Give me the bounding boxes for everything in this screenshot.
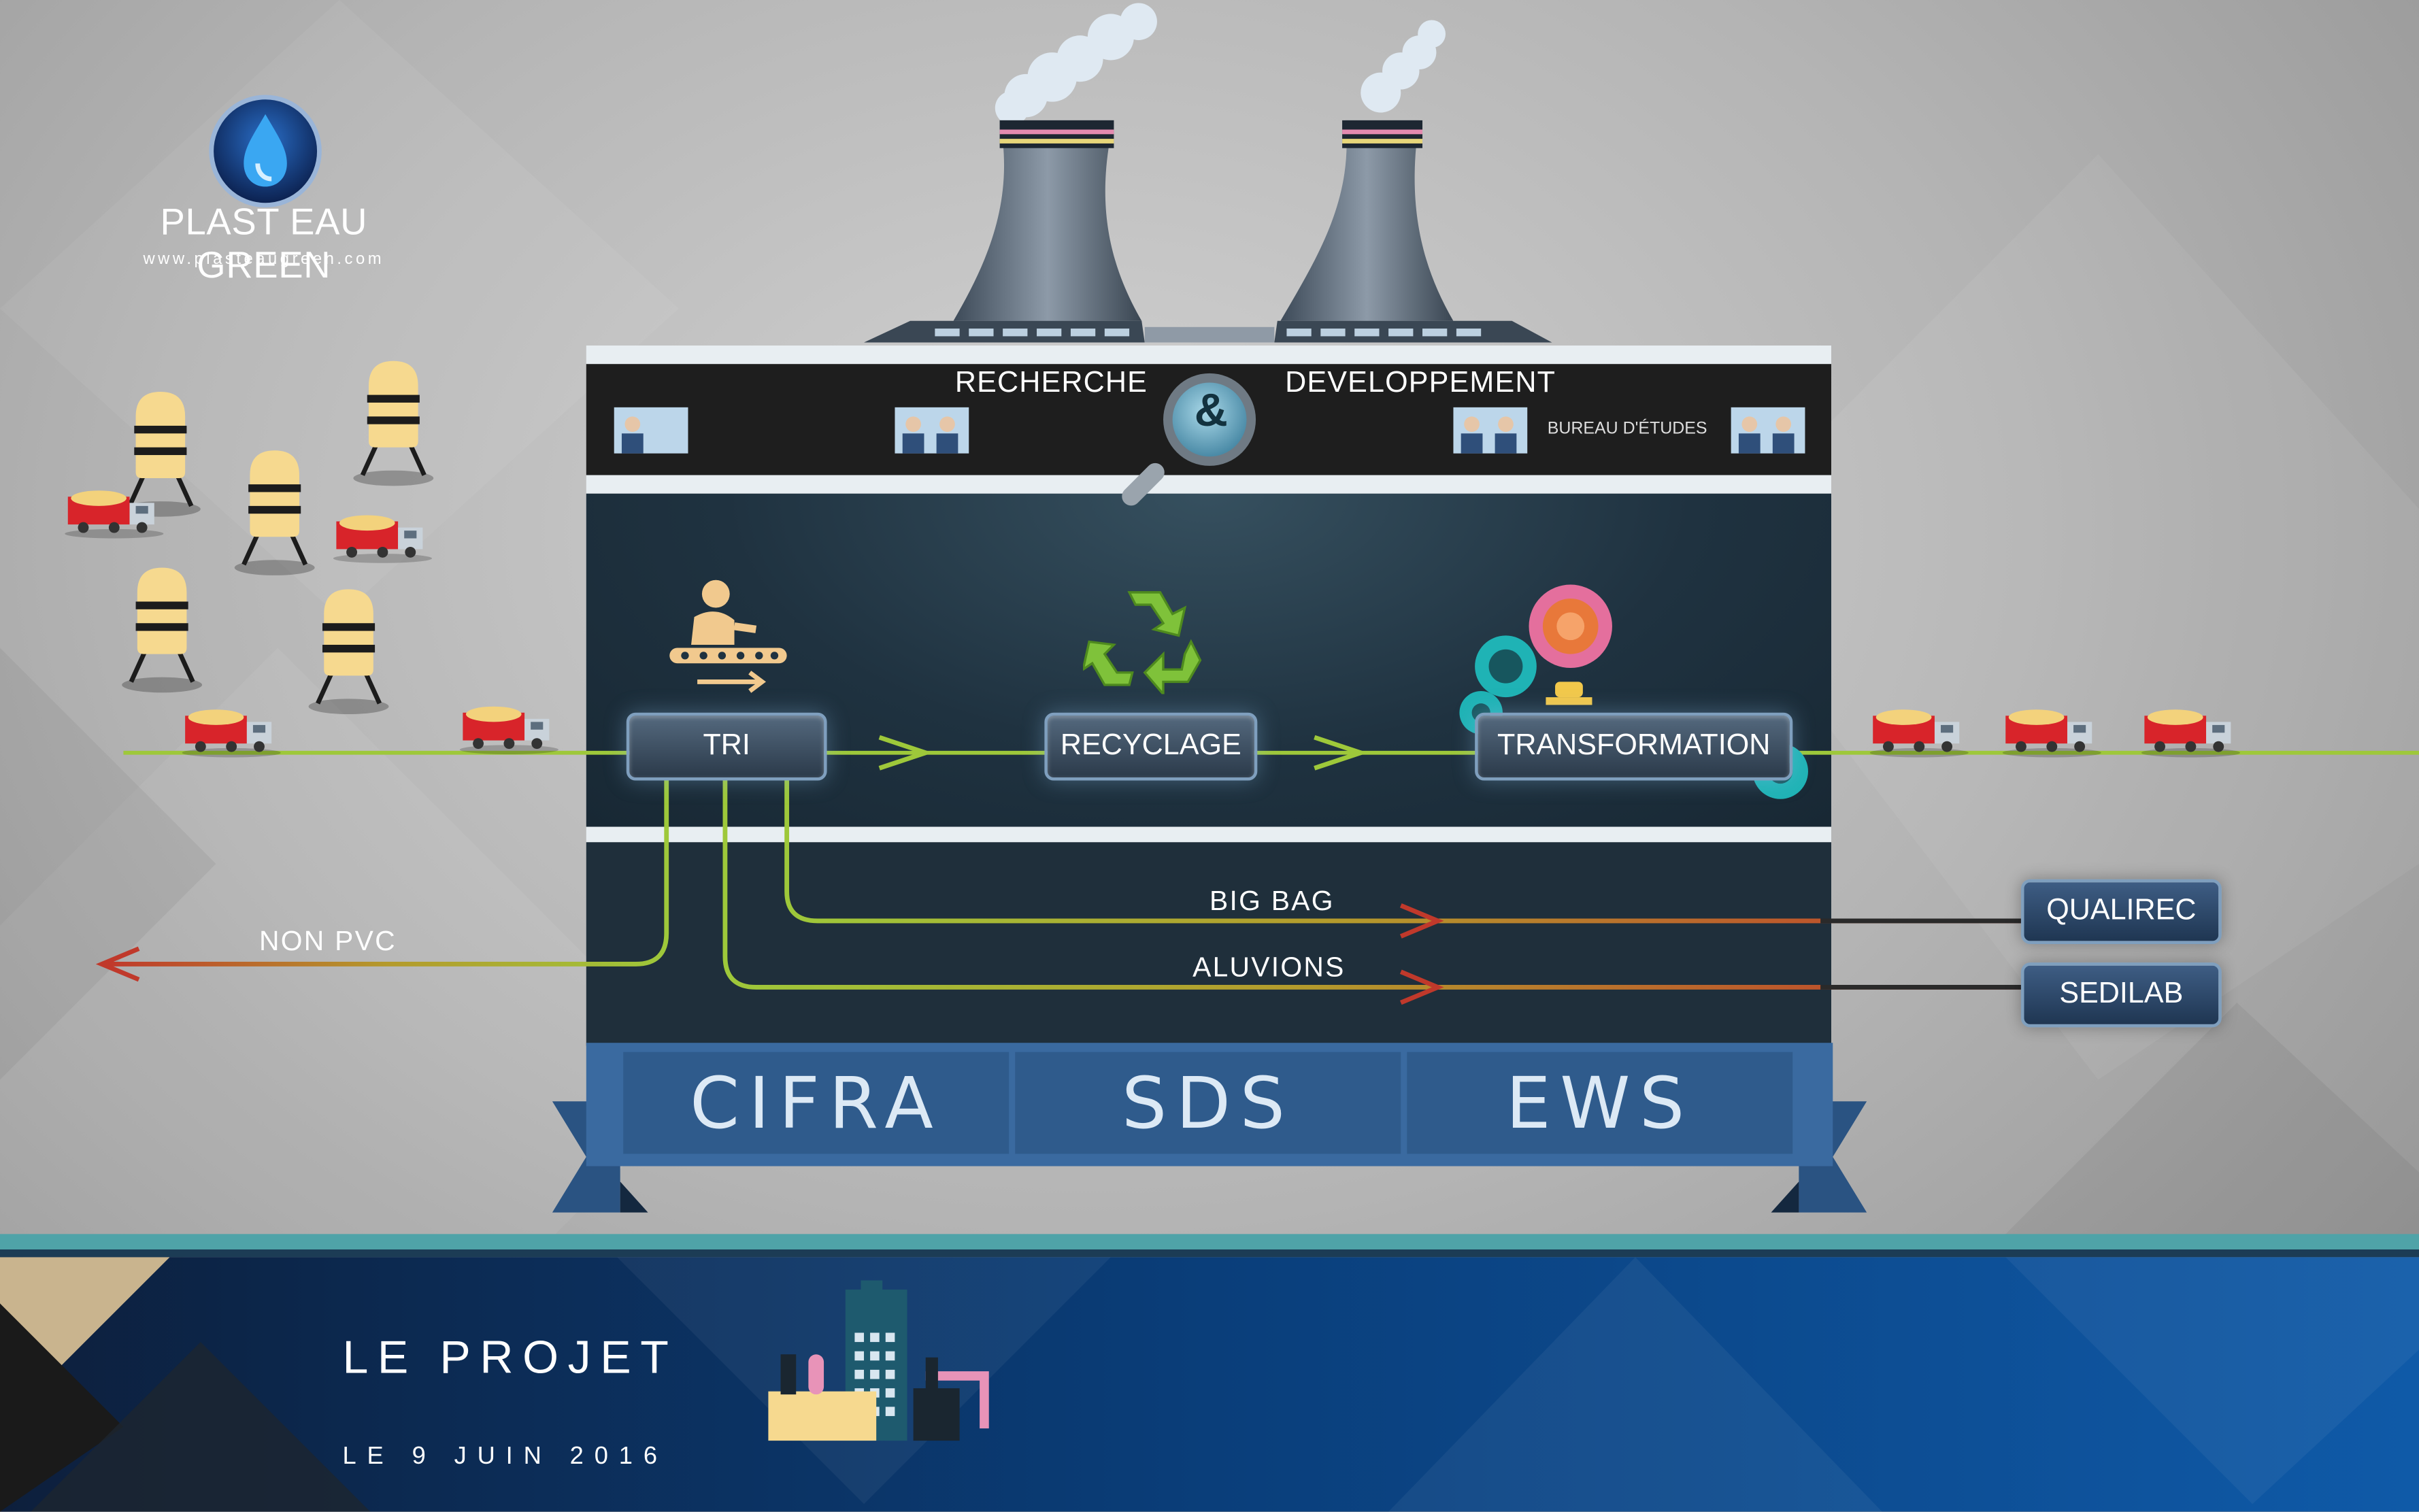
non-pvc-label: NON PVC: [259, 925, 397, 957]
partner-ews: EWS: [1407, 1052, 1793, 1154]
water-drop-icon: [209, 95, 322, 208]
partner-cifra: CIFRA: [623, 1052, 1010, 1154]
ampersand: &: [1194, 385, 1228, 437]
qualirec-box: QUALIREC: [2020, 879, 2222, 944]
staff-photo-2: [895, 407, 969, 454]
footer-accent-bar-2: [0, 1249, 2419, 1258]
staff-photo-3: [1453, 407, 1528, 454]
recherche-label: RECHERCHE: [954, 367, 1148, 400]
staff-photo-4: [1731, 407, 1805, 454]
recyclage-step: RECYCLAGE: [1044, 712, 1258, 781]
developpement-label: DEVELOPPEMENT: [1285, 367, 1556, 400]
aluvions-label: ALUVIONS: [1192, 952, 1346, 983]
city-buildings-icon: [768, 1280, 989, 1441]
floor-separator: [586, 475, 1831, 494]
partner-sds: SDS: [1015, 1052, 1401, 1154]
footer-accent-bar: [0, 1234, 2419, 1249]
cooling-towers: [864, 3, 1552, 343]
magnifier-icon: [1122, 373, 1256, 506]
bureau-etudes-label: BUREAU D'ÉTUDES: [1547, 419, 1707, 439]
gears-icon: [1459, 584, 1612, 735]
trucks: [65, 490, 2240, 758]
recycle-icon: [1083, 591, 1202, 694]
footer: [0, 1257, 2419, 1512]
output-floor: [586, 842, 1831, 1046]
logo-url: www.plasteaugreen.com: [143, 250, 385, 269]
sedilab-box: SEDILAB: [2020, 962, 2222, 1028]
staff-photo-1: [614, 407, 688, 454]
logo-name: PLAST EAU GREEN: [160, 202, 368, 287]
footer-date: LE 9 JUIN 2016: [342, 1443, 668, 1471]
big-bag-label: BIG BAG: [1210, 885, 1335, 917]
factory-roof-band: [586, 346, 1831, 365]
floor-separator-2: [586, 826, 1831, 843]
tri-step: TRI: [626, 712, 827, 781]
footer-title: LE PROJET: [342, 1332, 678, 1384]
sorting-worker-icon: [669, 579, 787, 693]
transformation-step: TRANSFORMATION: [1475, 712, 1793, 781]
